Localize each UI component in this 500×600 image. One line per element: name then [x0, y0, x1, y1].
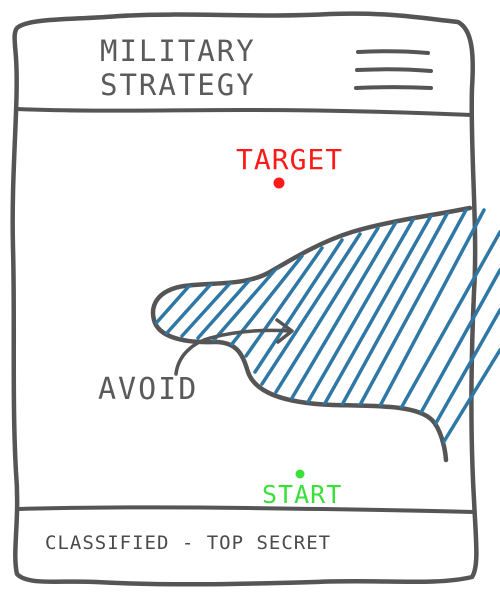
- device-frame: [10, 11, 479, 587]
- hamburger-menu-icon: [354, 49, 433, 90]
- app-title-line-1: MILITARY: [100, 34, 256, 68]
- avoid-pointer-line: [174, 328, 293, 376]
- menu-button[interactable]: [345, 40, 441, 98]
- header-divider: [15, 107, 474, 117]
- hazard-zone-outline: [150, 205, 473, 463]
- target-marker: [273, 177, 285, 189]
- footer-divider: [16, 505, 475, 514]
- app-title: MILITARY STRATEGY: [100, 34, 256, 102]
- avoid-label: AVOID: [98, 372, 199, 407]
- hazard-zone-hatching: [153, 208, 500, 450]
- app-title-line-2: STRATEGY: [100, 68, 256, 102]
- target-label: TARGET: [236, 143, 344, 176]
- start-marker: [295, 469, 305, 479]
- avoid-pointer-arrowhead: [275, 318, 294, 344]
- classification-footer: CLASSIFIED - TOP SECRET: [45, 532, 332, 554]
- start-label: START: [262, 480, 343, 509]
